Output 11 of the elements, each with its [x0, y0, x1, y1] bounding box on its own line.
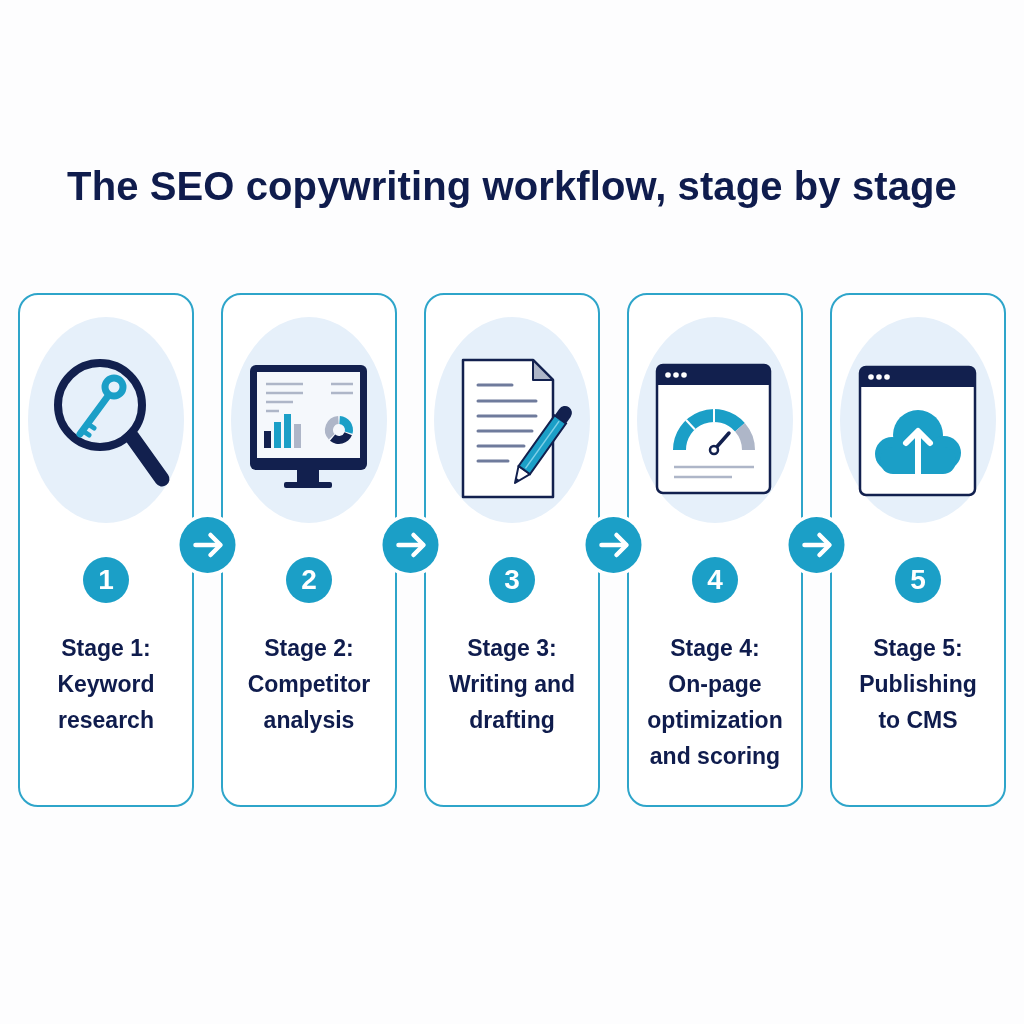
stage-label: On-page optimization and scoring: [646, 670, 784, 771]
stage-label: Writing and drafting: [447, 670, 577, 735]
stage-label: Competitor analysis: [246, 670, 372, 735]
stage-label: Stage 3:: [466, 634, 558, 663]
stage-label: Stage 2:: [263, 634, 355, 663]
stage-label: Publishing to CMS: [858, 670, 978, 735]
stage-label: Stage 4:: [669, 634, 761, 663]
stage-label: Stage 1:: [60, 634, 152, 663]
diagram-title: The SEO copywriting workflow, stage by stage: [67, 163, 957, 210]
stage-label: Stage 5:: [872, 634, 964, 663]
stage-label: Keyword research: [56, 670, 156, 735]
